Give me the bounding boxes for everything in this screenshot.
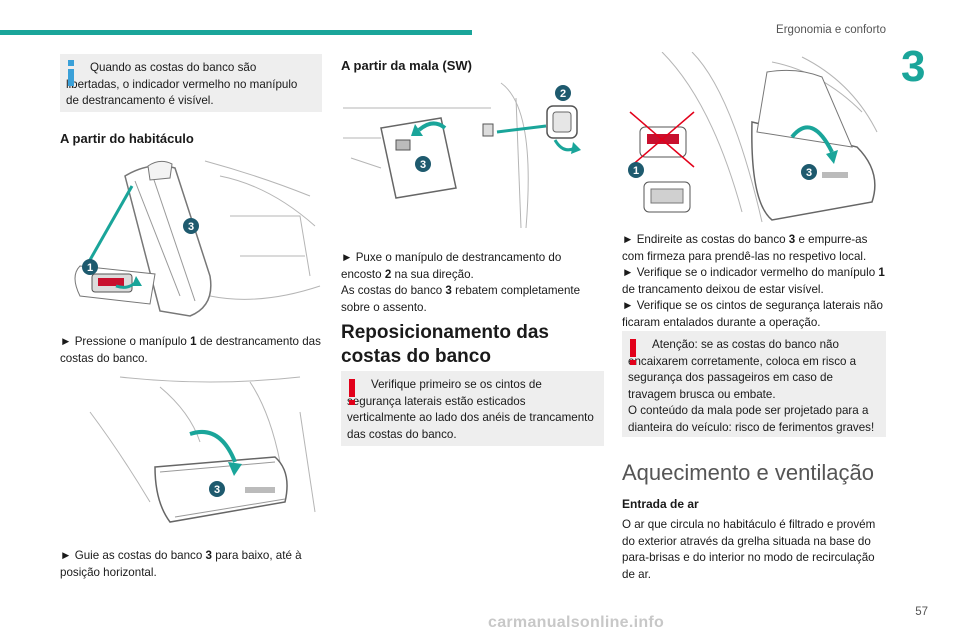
warning-text: Verifique primeiro se os cintos de segur… <box>347 378 594 441</box>
subheading-entrada-ar: Entrada de ar <box>622 497 699 511</box>
warning-box-belts: Verifique primeiro se os cintos de segur… <box>341 371 604 446</box>
info-box: Quando as costas do banco são libertadas… <box>60 54 322 112</box>
seat-fold-illustration-1: 1 3 <box>60 156 322 321</box>
body-entrada-ar: O ar que circula no habitáculo é filtrad… <box>622 518 876 581</box>
warning-text-1: Atenção: se as costas do banco não encai… <box>628 338 857 401</box>
warning-icon <box>349 379 355 405</box>
trunk-release-illustration: 3 2 <box>341 78 604 236</box>
label-1b: 1 <box>633 165 639 177</box>
heading-habitaculo: A partir do habitáculo <box>60 131 194 146</box>
warning-text-2: O conteúdo da mala pode ser projetado pa… <box>628 404 875 434</box>
steps-reposition: ► Endireite as costas do banco 3 e empur… <box>622 233 885 329</box>
label-3: 3 <box>188 221 194 233</box>
page-number: 57 <box>915 606 928 618</box>
seat-lock-illustration: 3 1 <box>622 52 886 228</box>
heading-mala: A partir da mala (SW) <box>341 58 472 73</box>
step-press-handle: ► Pressione o manípulo 1 de destrancamen… <box>60 335 321 365</box>
warning-box-lock: Atenção: se as costas do banco não encai… <box>622 331 886 437</box>
top-accent-bar <box>0 30 472 35</box>
step-guide-seat: ► Guie as costas do banco 3 para baixo, … <box>60 549 302 579</box>
warning-icon-2 <box>630 339 636 365</box>
heading-aquecimento: Aquecimento e ventilação <box>622 460 874 485</box>
step-pull-handle: ► Puxe o manípulo de destrancamento do e… <box>341 251 581 314</box>
label-3d: 3 <box>806 167 812 179</box>
seat-fold-illustration-2: 3 <box>60 372 322 537</box>
chapter-number: 3 <box>901 42 926 91</box>
label-1: 1 <box>87 262 93 274</box>
label-3c: 3 <box>420 159 426 171</box>
label-3b: 3 <box>214 484 220 496</box>
label-2: 2 <box>560 88 566 100</box>
section-title: Ergonomia e conforto <box>776 24 886 36</box>
info-icon <box>68 60 74 86</box>
watermark: carmanualsonline.info <box>488 614 665 631</box>
heading-reposicionamento: Reposicionamento das costas do banco <box>341 322 549 367</box>
info-text: Quando as costas do banco são libertadas… <box>66 61 298 107</box>
